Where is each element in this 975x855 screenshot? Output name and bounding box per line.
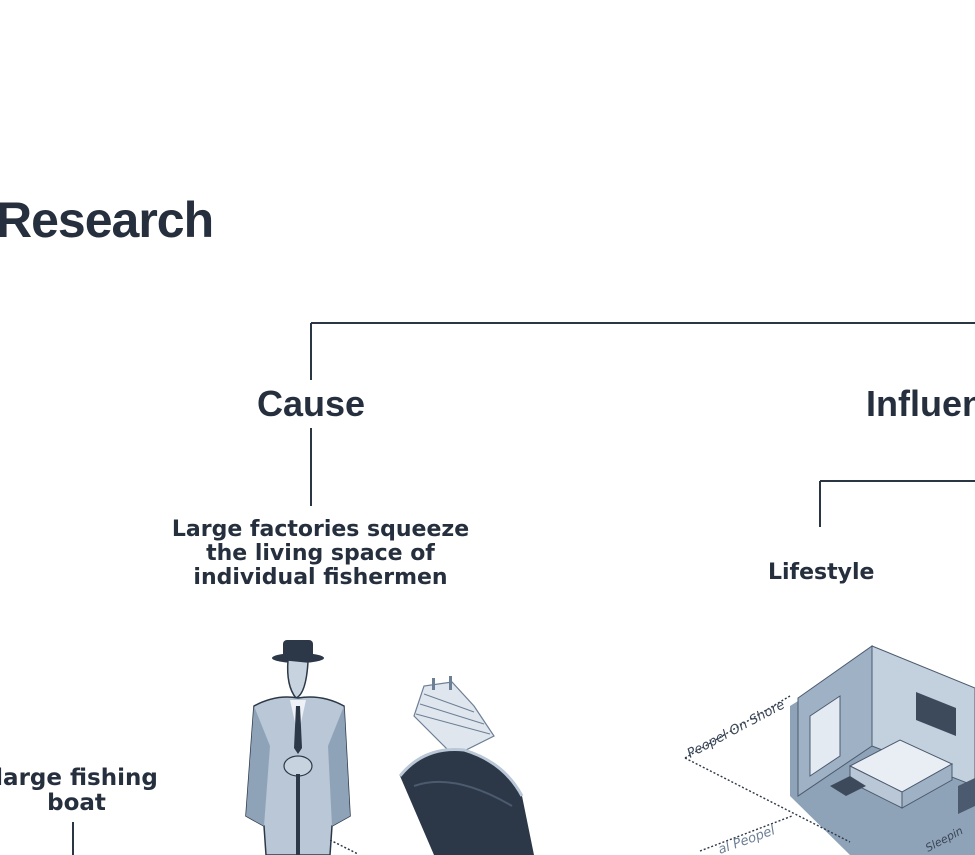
dotted-connector	[330, 840, 359, 855]
page-title: Research	[0, 192, 214, 248]
lifestyle-label: Lifestyle	[768, 560, 875, 585]
cause-description: Large factories squeeze the living space…	[171, 517, 470, 590]
businessman-illustration	[245, 640, 351, 855]
large-ship-illustration	[398, 676, 534, 855]
isometric-lifestyle-illustration: Peopel On Shore al Peopel Sleepin	[684, 645, 975, 855]
peopel-on-shore-label: Peopel On Shore	[685, 697, 788, 761]
normal-peopel-label: al Peopel	[716, 823, 777, 855]
large-fishing-boat-label: large fishing boat	[0, 765, 158, 816]
influence-heading: Influen	[866, 383, 975, 424]
cause-heading: Cause	[257, 383, 366, 424]
